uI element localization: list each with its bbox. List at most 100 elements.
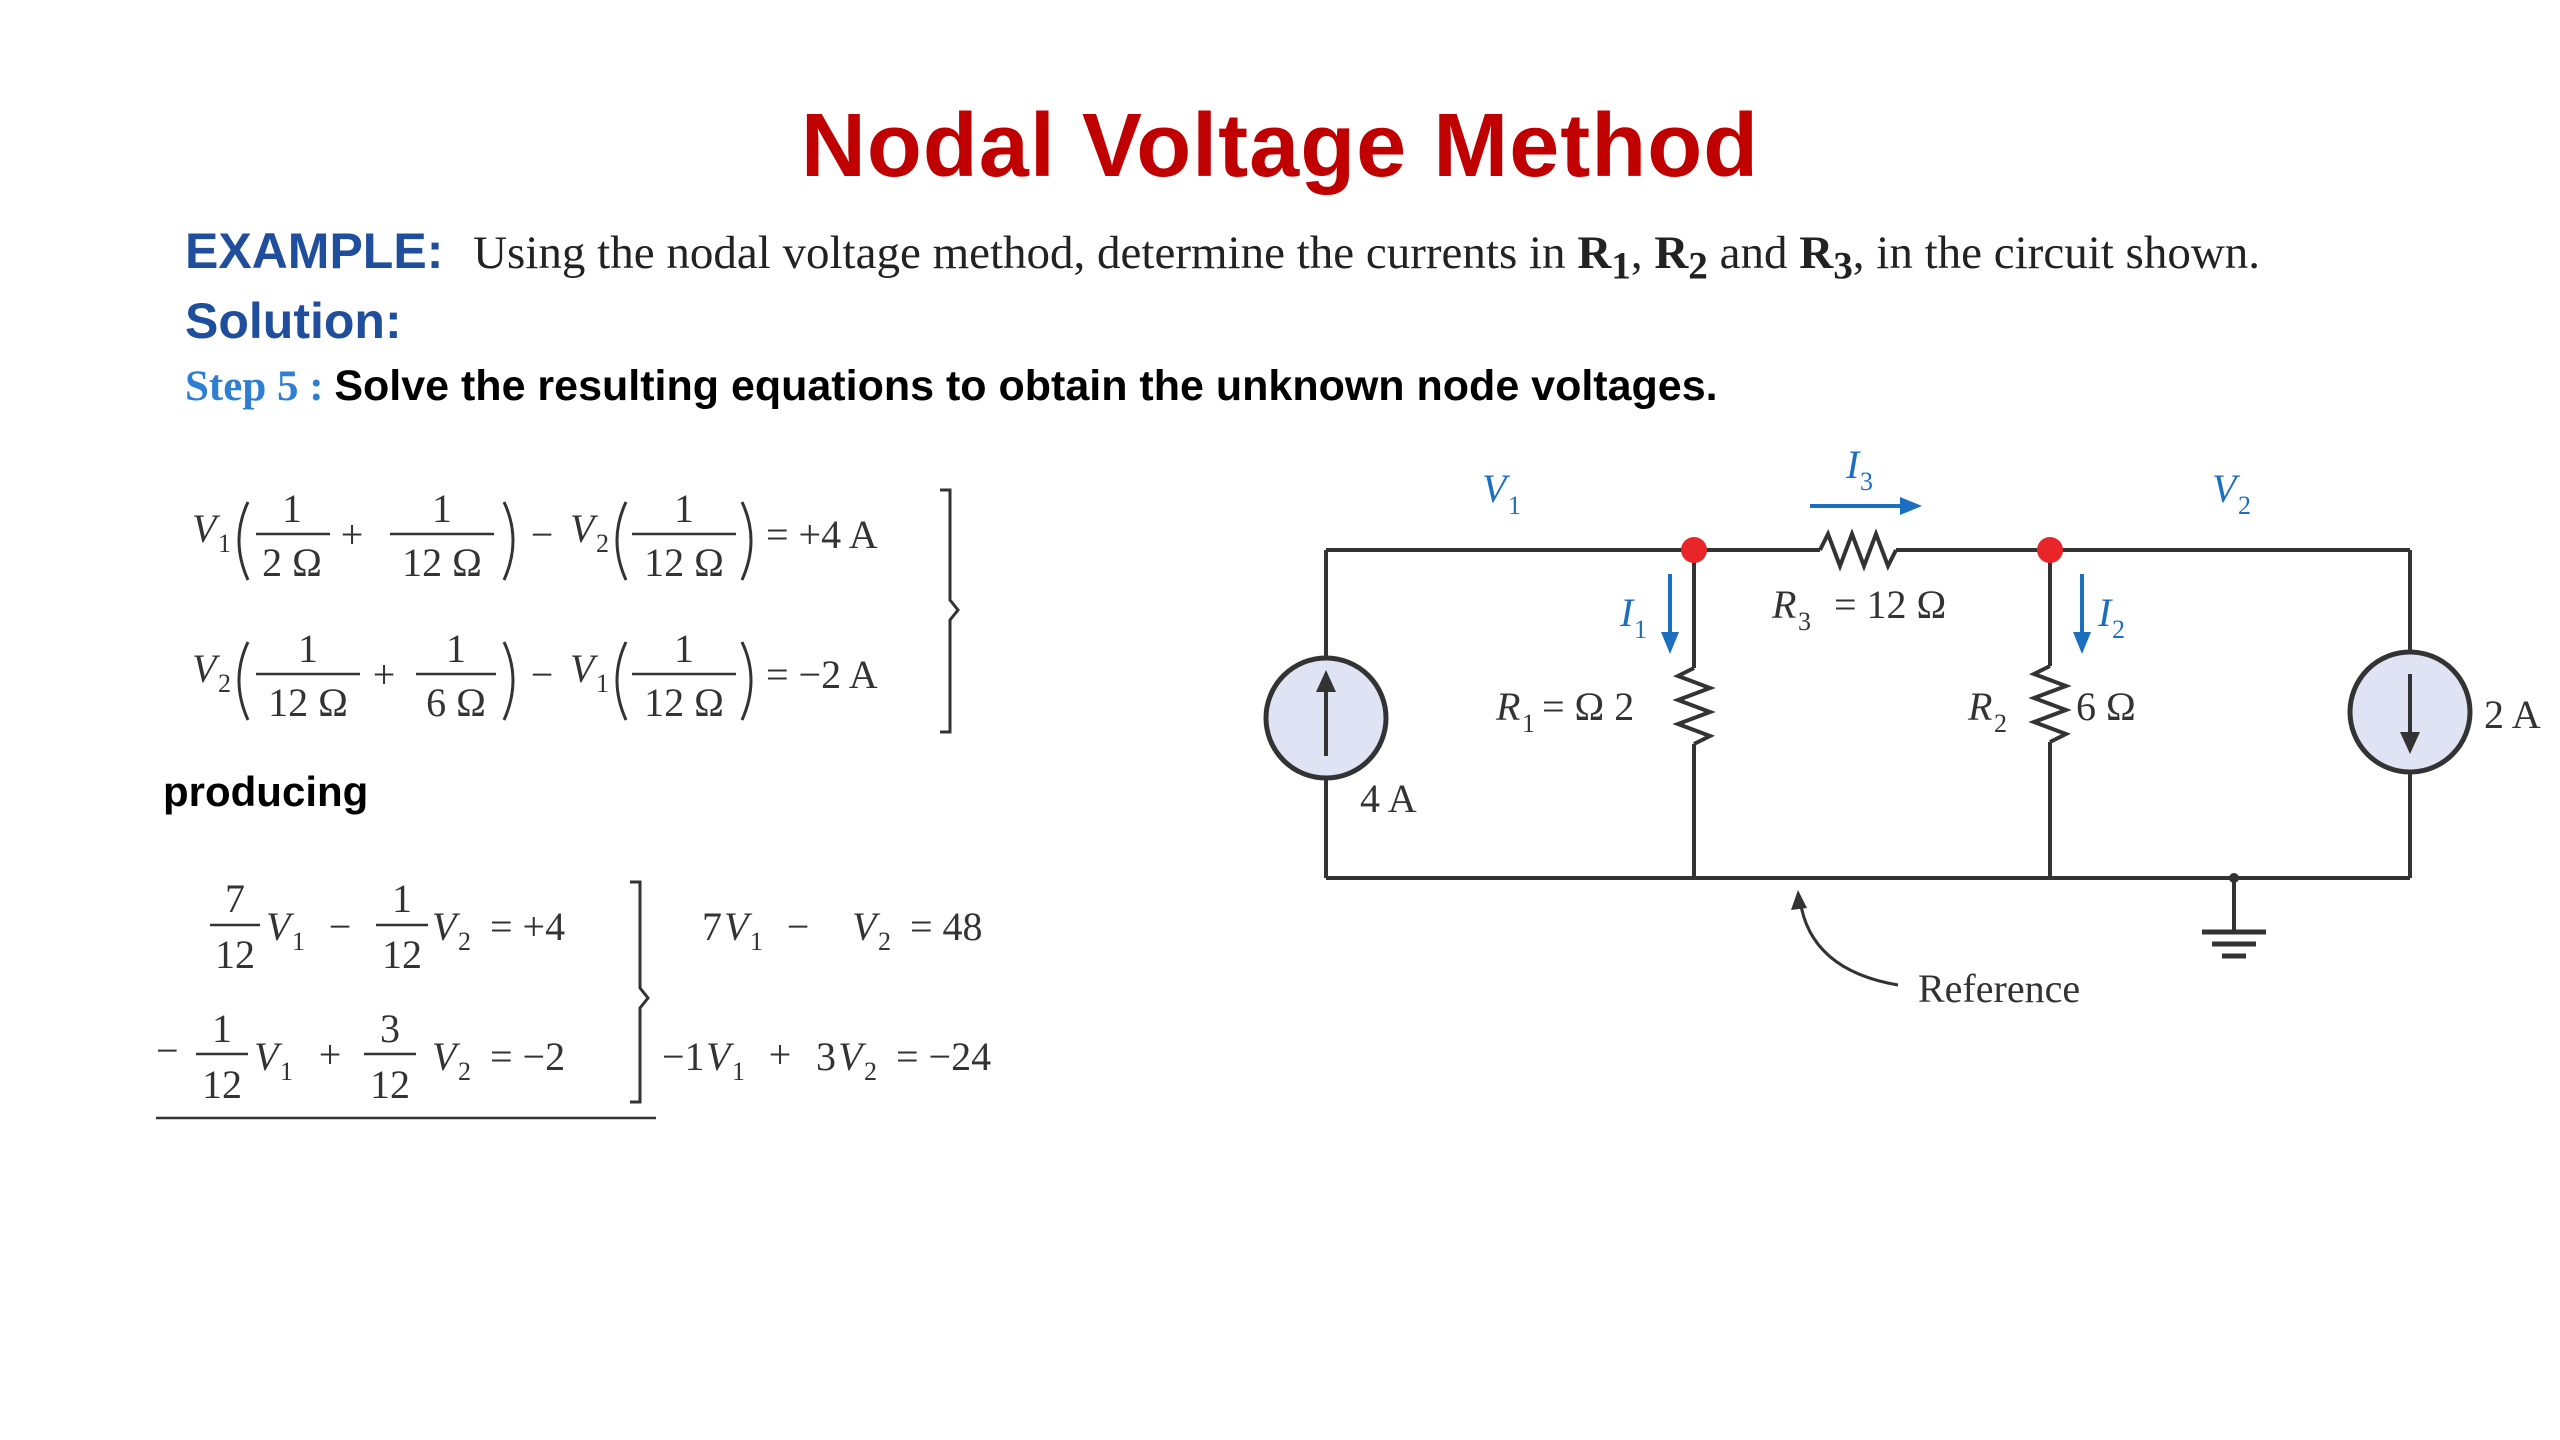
- eq2-f1-num: 1: [298, 626, 318, 671]
- eq2-sub-a: 2: [218, 669, 231, 698]
- set2-eq2-v2: V: [432, 1034, 461, 1079]
- i3-sub: 3: [1860, 467, 1873, 496]
- i1-sub: 1: [1634, 615, 1647, 644]
- r1-sub: 1: [1522, 709, 1535, 738]
- producing-label: producing: [163, 768, 369, 815]
- simp1-rhs: = 48: [910, 904, 983, 949]
- eq1-f1-den: 2 Ω: [262, 540, 322, 585]
- eq1-var-a: V: [192, 506, 221, 551]
- solution-label: Solution:: [185, 293, 402, 349]
- example-r2: R: [1654, 227, 1689, 279]
- equation-set-2-brace: [630, 880, 650, 1104]
- node-v1-sub: 1: [1508, 491, 1521, 520]
- resistor-r2: [2028, 664, 2072, 744]
- r3-value: = 12 Ω: [1834, 582, 1946, 627]
- eq2-f1-den: 12 Ω: [268, 680, 348, 725]
- set2-eq1-c2-num: 1: [392, 876, 412, 921]
- example-r3: R: [1799, 227, 1834, 279]
- i3-label: I: [1845, 442, 1861, 487]
- i2-sub: 2: [2112, 615, 2125, 644]
- set2-eq2-c2-num: 3: [380, 1006, 400, 1051]
- set2-eq2-c2-den: 12: [370, 1062, 410, 1107]
- i1-label: I: [1619, 590, 1635, 635]
- eq1-f1-num: 1: [282, 486, 302, 531]
- eq2-f2-den: 6 Ω: [426, 680, 486, 725]
- reference-pointer: [1798, 899, 1899, 987]
- reference-label: Reference: [1918, 966, 2080, 1011]
- i2-label: I: [2097, 590, 2113, 635]
- set2-eq1-v2-sub: 2: [458, 927, 471, 956]
- simp2-coef: −1: [662, 1034, 705, 1079]
- set2-eq1-c1-num: 7: [225, 876, 245, 921]
- example-r1: R: [1577, 227, 1612, 279]
- eq1-f3-num: 1: [674, 486, 694, 531]
- simp1-v1: V: [724, 904, 753, 949]
- eq2-var-a: V: [192, 646, 221, 691]
- set2-eq2-lead: −: [156, 1028, 179, 1073]
- resistor-r1: [1672, 666, 1716, 746]
- r2-label: R: [1967, 684, 1992, 729]
- set2-eq1-v2: V: [432, 904, 461, 949]
- example-label: EXAMPLE:: [185, 223, 444, 279]
- example-r1-sub: 1: [1611, 244, 1631, 288]
- eq1-minus: −: [531, 512, 554, 557]
- simp2-rhs: = −24: [896, 1034, 991, 1079]
- eq2-rhs: = −2 A: [766, 652, 878, 697]
- set2-eq1-op: −: [329, 904, 352, 949]
- r3-sub: 3: [1798, 607, 1811, 636]
- node-v2-sub: 2: [2238, 491, 2251, 520]
- eq1-f2-den: 12 Ω: [402, 540, 482, 585]
- eq2-f3-den: 12 Ω: [644, 680, 724, 725]
- example-r3-sub: 3: [1833, 244, 1853, 288]
- simp2-v2-sub: 2: [864, 1057, 877, 1086]
- eq1-sub-a: 1: [218, 529, 231, 558]
- simp2-v1-sub: 1: [732, 1057, 745, 1086]
- simp2-v2: V: [838, 1034, 867, 1079]
- simp1-op: −: [787, 904, 810, 949]
- equation-set-1: V 1 1 2 Ω + 1 12 Ω − V 2 1 12 Ω = +4 A V…: [192, 486, 960, 734]
- set2-eq2-rhs: = −2: [490, 1034, 565, 1079]
- equation-set-1-brace: [940, 488, 960, 734]
- node-v1-label: V: [1482, 466, 1511, 511]
- set2-eq1-c1-den: 12: [215, 932, 255, 977]
- simp1-coef: 7: [702, 904, 722, 949]
- set2-eq2-c1-num: 1: [212, 1006, 232, 1051]
- example-text-before: Using the nodal voltage method, determin…: [473, 227, 1578, 279]
- set2-eq2-v2-sub: 2: [458, 1057, 471, 1086]
- eq1-rhs: = +4 A: [766, 512, 878, 557]
- node-v2-dot: [2037, 537, 2063, 563]
- source-left-label: 4 A: [1360, 776, 1417, 821]
- simp2-op: +: [769, 1032, 792, 1077]
- set2-eq1-rhs: = +4: [490, 904, 565, 949]
- eq2-minus: −: [531, 652, 554, 697]
- eq1-var-b: V: [570, 506, 599, 551]
- eq2-var-b: V: [570, 646, 599, 691]
- simp1-v1-sub: 1: [750, 927, 763, 956]
- step-label: Step 5 :: [185, 363, 324, 410]
- circuit-diagram: V 1 V 2 I 3 I 1 I 2 R 3 = 12 Ω R 1 = Ω 2…: [1263, 442, 2541, 1011]
- resistor-r3: [1818, 528, 1898, 572]
- current-source-left: [1263, 655, 1389, 781]
- ground-symbol: [2202, 929, 2266, 959]
- simp1-v2-sub: 2: [878, 927, 891, 956]
- set2-eq2-c1-den: 12: [202, 1062, 242, 1107]
- eq2-plus: +: [373, 652, 396, 697]
- set2-eq2-v1: V: [254, 1034, 283, 1079]
- eq1-sub-b: 2: [596, 529, 609, 558]
- node-v1-dot: [1681, 537, 1707, 563]
- eq2-sub-b: 1: [596, 669, 609, 698]
- example-and: and: [1707, 227, 1800, 279]
- equation-set-2: 7 12 V 1 − 1 12 V 2 = +4 − 1 12 V 1 + 3 …: [156, 876, 991, 1120]
- r3-label: R: [1771, 582, 1796, 627]
- step-text: Solve the resulting equations to obtain …: [334, 362, 1718, 410]
- set2-eq2-v1-sub: 1: [280, 1057, 293, 1086]
- page-title: Nodal Voltage Method: [800, 96, 1760, 196]
- example-statement: EXAMPLE: Using the nodal voltage method,…: [185, 222, 2260, 288]
- set2-eq1-v1: V: [266, 904, 295, 949]
- source-right-label: 2 A: [2484, 692, 2541, 737]
- set2-eq1-c2-den: 12: [382, 932, 422, 977]
- eq1-f3-den: 12 Ω: [644, 540, 724, 585]
- example-text-after: , in the circuit shown.: [1852, 227, 2261, 279]
- example-sep: ,: [1630, 227, 1655, 279]
- simp2-coef-b: 3: [816, 1034, 836, 1079]
